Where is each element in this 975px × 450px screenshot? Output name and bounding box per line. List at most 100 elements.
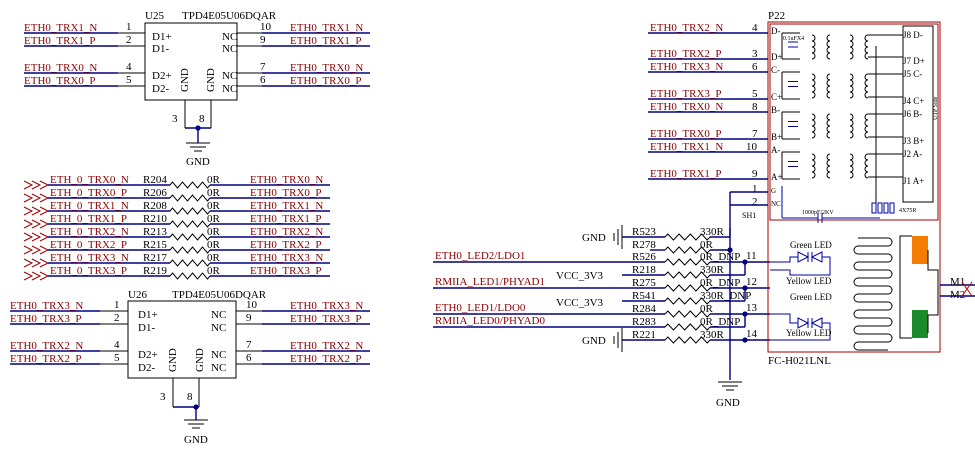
u26-pin-number: 4 <box>114 339 120 351</box>
u25-net-label: ETH0_TRX1_P <box>290 35 362 47</box>
series-right-net: ETH0_TRX0_N <box>250 174 323 186</box>
led-resistor-ref: R541 <box>632 290 656 302</box>
u25-body <box>144 22 238 101</box>
u26-pin-number: 5 <box>114 352 120 364</box>
p22-pin-number: 5 <box>752 88 758 100</box>
series-resistor-ref: R210 <box>143 213 167 225</box>
p22-pin-number: 9 <box>752 168 758 180</box>
series-resistor-value: 0R <box>207 252 221 264</box>
u26-pin-name: D1+ <box>138 309 158 321</box>
p22-pin-name: G <box>771 187 776 195</box>
u25-pin-name: GND <box>179 68 191 92</box>
p22-pin-name: C- <box>771 65 780 75</box>
p22-pin-number: 14 <box>746 328 758 340</box>
p22-net-label: ETH0_TRX3_N <box>650 61 723 73</box>
series-left-net: ETH_0_TRX0_N <box>50 174 129 186</box>
led-net-label: ETH0_LED2/LDO1 <box>435 250 525 262</box>
u25-net-label: ETH0_TRX1_P <box>24 35 96 47</box>
led-net-label: ETH0_LED1/LDO0 <box>435 302 526 314</box>
u25-esd-diode: U25 TPD4E05U06DQAR D1+ D1- D2+ D2- NC NC… <box>24 10 370 168</box>
led-resistor-value: 0R <box>700 239 714 251</box>
u26-pin-name: NC <box>211 362 226 374</box>
bottom-gnd-label: GND <box>716 397 740 409</box>
series-resistor-ref: R215 <box>143 239 167 251</box>
led-resistor-value: 330R <box>700 226 725 238</box>
u25-pin-name: NC <box>222 31 237 43</box>
u26-pin-name: NC <box>211 322 226 334</box>
p22-jack-pin: J2 A- <box>903 149 922 159</box>
led-resistor-value: 330R_DNP <box>700 290 751 302</box>
u25-net-label: ETH0_TRX0_P <box>290 75 362 87</box>
u26-pin-number: 8 <box>187 391 193 403</box>
u26-net-label: ETH0_TRX3_N <box>10 300 83 312</box>
green-led-label: Green LED <box>790 240 832 250</box>
u26-net-label: ETH0_TRX2_N <box>10 340 83 352</box>
led-resistor-row: R523 330R <box>632 226 725 241</box>
shield-label: SH1 <box>742 211 756 220</box>
u26-pin-name: D2- <box>138 362 155 374</box>
vcc-label: VCC_3V3 <box>556 297 604 309</box>
p22-pin-name: D+ <box>771 52 783 62</box>
u25-pin-number: 10 <box>260 21 272 33</box>
u26-part: TPD4E05U06DQAR <box>172 289 267 301</box>
gnd-symbol-icon <box>186 142 210 152</box>
led-gnd-label: GND <box>582 335 606 347</box>
u25-net-label: ETH0_TRX0_N <box>24 62 97 74</box>
u25-ref: U25 <box>145 10 164 22</box>
series-right-net: ETH0_TRX3_N <box>250 252 323 264</box>
gnd-symbol-icon <box>184 419 208 429</box>
led-resistor-row: R541 330R_DNP <box>632 290 751 305</box>
p22-pin-name: D- <box>771 26 781 36</box>
p22-rj45-connector: P22 FC-H021LNL ETH0_TRX2_N ETH0_TRX2_P E… <box>648 10 975 367</box>
led-resistor-value: 330R <box>700 329 725 341</box>
u26-pin-number: 7 <box>246 339 252 351</box>
u26-pin-name: NC <box>211 349 226 361</box>
led-resistor-value: 0R_DNP <box>700 251 740 263</box>
led-resistor-value: 0R_DNP <box>700 316 740 328</box>
series-resistor-ref: R219 <box>143 265 167 277</box>
p22-jack-pin: J6 B- <box>903 109 922 119</box>
led-resistor-ref: R221 <box>632 329 656 341</box>
p22-pin-number: 13 <box>746 302 758 314</box>
p22-net-label: ETH0_TRX1_N <box>650 141 723 153</box>
u25-gnd-label: GND <box>186 156 210 168</box>
cap-label: 0.1uFX4 <box>783 36 804 42</box>
p22-jack-pin: J1 A+ <box>903 176 924 186</box>
gnd-symbol-icon <box>613 328 623 352</box>
led-resistor-ref: R526 <box>632 251 656 263</box>
u26-body <box>127 300 237 379</box>
p22-pin-number: 12 <box>746 276 757 288</box>
series-right-net: ETH0_TRX3_P <box>250 265 322 277</box>
series-resistor-value: 0R <box>207 213 221 225</box>
u26-ref: U26 <box>128 289 147 301</box>
green-led-indicator <box>912 310 928 338</box>
orange-led-indicator <box>912 236 928 264</box>
u25-net-label: ETH0_TRX0_N <box>290 62 363 74</box>
series-resistor-value: 0R <box>207 239 221 251</box>
series-right-net: ETH0_TRX0_P <box>250 187 322 199</box>
led-resistor-ref: R283 <box>632 316 656 328</box>
u26-net-label: ETH0_TRX3_P <box>10 313 82 325</box>
led-net-label: RMIIA_LED1/PHYAD1 <box>435 276 545 288</box>
led-resistor-ref: R275 <box>632 277 656 289</box>
p22-jack-pin: J7 D+ <box>903 56 925 66</box>
u25-pin-number: 4 <box>126 61 132 73</box>
yellow-led-label: Yellow LED <box>786 328 832 338</box>
led-resistor-ref: R523 <box>632 226 656 238</box>
u25-pin-number: 6 <box>260 74 266 86</box>
u26-pin-name: D1- <box>138 322 155 334</box>
u25-pin-number: 9 <box>260 34 266 46</box>
yellow-led-icon <box>770 313 831 341</box>
u26-esd-diode: U26 TPD4E05U06DQAR D1+ D1- D2+ D2- NC NC… <box>10 289 370 446</box>
u25-pin-number: 2 <box>126 34 132 46</box>
series-resistor-value: 0R <box>207 187 221 199</box>
mount-label: M1 <box>950 276 965 288</box>
u26-net-label: ETH0_TRX2_P <box>290 353 362 365</box>
